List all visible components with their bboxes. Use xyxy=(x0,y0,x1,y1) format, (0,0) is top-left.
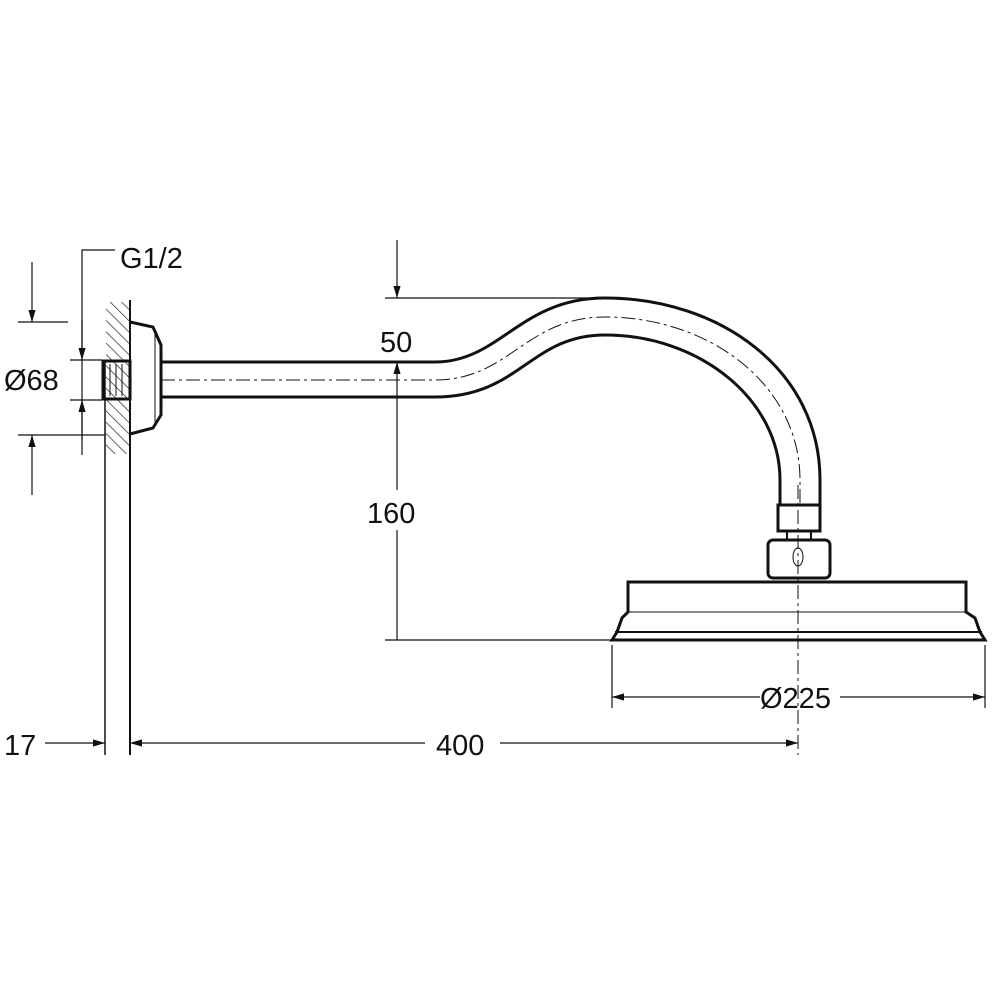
thread-label: G1/2 xyxy=(120,243,183,275)
drop-label: 160 xyxy=(367,498,415,530)
flange-diameter-label: Ø68 xyxy=(4,365,59,397)
shower-head xyxy=(609,485,988,755)
dimension-lines xyxy=(18,240,986,747)
wall-offset-label: 17 xyxy=(4,730,36,762)
head-diameter-label: Ø225 xyxy=(760,683,831,715)
shower-arm-pipe xyxy=(161,296,822,505)
rise-label: 50 xyxy=(380,327,412,359)
projection-label: 400 xyxy=(436,730,484,762)
wall xyxy=(104,300,131,755)
